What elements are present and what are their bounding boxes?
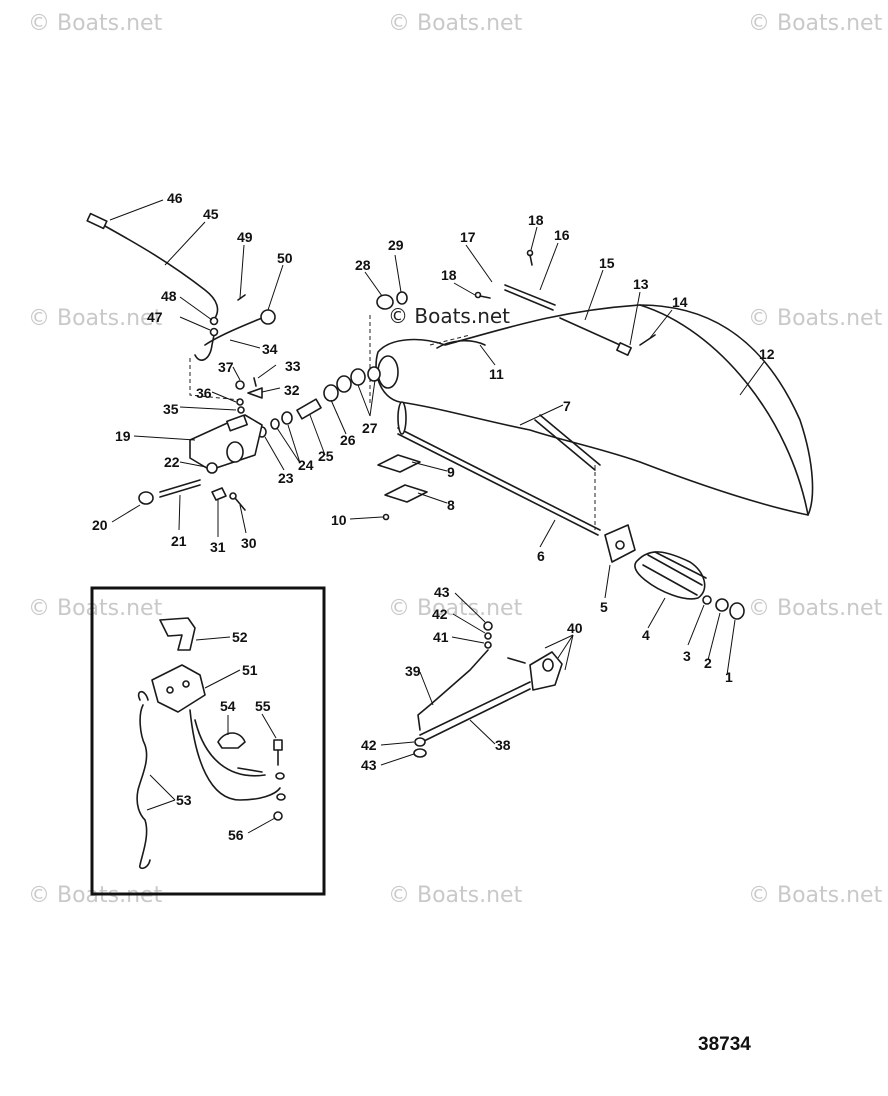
- callout-32: 32: [284, 382, 300, 398]
- callout-13: 13: [633, 276, 649, 292]
- watermark: © Boats.net: [388, 883, 523, 908]
- twist-grip: [604, 524, 745, 620]
- watermark-center: © Boats.net: [388, 304, 510, 328]
- callout-24: 24: [298, 457, 314, 473]
- callout-55: 55: [255, 698, 271, 714]
- callout-1: 1: [725, 669, 733, 685]
- callout-22: 22: [164, 454, 180, 470]
- callout-51: 51: [242, 662, 258, 678]
- watermark: © Boats.net: [28, 306, 163, 331]
- callout-46: 46: [167, 190, 183, 206]
- callout-54: 54: [220, 698, 236, 714]
- callout-48: 48: [161, 288, 177, 304]
- callout-16: 16: [554, 227, 570, 243]
- linkage-rods-upper: [436, 249, 656, 356]
- callout-17: 17: [460, 229, 476, 245]
- callout-15: 15: [599, 255, 615, 271]
- callout-12: 12: [759, 346, 775, 362]
- plates: [377, 454, 428, 521]
- callout-5: 5: [600, 599, 608, 615]
- callout-27: 27: [362, 420, 378, 436]
- callout-50: 50: [277, 250, 293, 266]
- pivot-bracket: [138, 414, 263, 511]
- tiller-handle-housing: [369, 304, 814, 530]
- callout-43b: 43: [361, 757, 377, 773]
- callout-19: 19: [115, 428, 131, 444]
- callout-26: 26: [340, 432, 356, 448]
- callout-3: 3: [683, 648, 691, 664]
- callout-41: 41: [433, 629, 449, 645]
- callout-7: 7: [563, 398, 571, 414]
- callout-31: 31: [210, 539, 226, 555]
- watermark: © Boats.net: [388, 596, 523, 621]
- callout-2: 2: [704, 655, 712, 671]
- callout-38: 38: [495, 737, 511, 753]
- bushings: [376, 291, 408, 310]
- callout-labels: 1 2 3 4 5 6 7 8 9 10 11 12 13 14 15 16 1…: [92, 190, 775, 843]
- callout-33: 33: [285, 358, 301, 374]
- callout-45: 45: [203, 206, 219, 222]
- callout-52: 52: [232, 629, 248, 645]
- callout-43: 43: [434, 584, 450, 600]
- watermark: © Boats.net: [748, 11, 883, 36]
- watermark: © Boats.net: [748, 596, 883, 621]
- callout-47: 47: [147, 309, 163, 325]
- watermark: © Boats.net: [748, 306, 883, 331]
- callout-53: 53: [176, 792, 192, 808]
- callout-6: 6: [537, 548, 545, 564]
- callout-11: 11: [489, 366, 504, 382]
- callout-35: 35: [163, 401, 179, 417]
- callout-9: 9: [447, 464, 455, 480]
- inset-stop-switch-detail: [90, 586, 326, 896]
- callout-40: 40: [567, 620, 583, 636]
- callout-8: 8: [447, 497, 455, 513]
- watermark: © Boats.net: [28, 11, 163, 36]
- watermark: © Boats.net: [388, 11, 523, 36]
- watermark: © Boats.net: [28, 596, 163, 621]
- watermarks: © Boats.net © Boats.net © Boats.net © Bo…: [28, 11, 883, 908]
- callout-18: 18: [528, 212, 544, 228]
- callout-42b: 42: [361, 737, 377, 753]
- callout-56: 56: [228, 827, 244, 843]
- callout-25: 25: [318, 448, 334, 464]
- callout-37: 37: [218, 359, 234, 375]
- callout-14: 14: [672, 294, 688, 310]
- washers: [257, 366, 381, 438]
- callout-23: 23: [278, 470, 294, 486]
- callout-34: 34: [262, 341, 278, 357]
- callout-49: 49: [237, 229, 253, 245]
- callout-30: 30: [241, 535, 257, 551]
- callout-18b: 18: [441, 267, 457, 283]
- callout-28: 28: [355, 257, 371, 273]
- linkage-rods-lower: [413, 621, 563, 758]
- callout-4: 4: [642, 627, 650, 643]
- callout-20: 20: [92, 517, 108, 533]
- callout-36: 36: [196, 385, 212, 401]
- callout-42: 42: [432, 606, 448, 622]
- callout-39: 39: [405, 663, 421, 679]
- throttle-shaft: [397, 401, 601, 536]
- throttle-cable: [86, 212, 276, 414]
- callout-21: 21: [171, 533, 187, 549]
- diagram-number: 38734: [698, 1034, 751, 1055]
- callout-10: 10: [331, 512, 347, 528]
- leader-lines: [109, 199, 765, 834]
- callout-29: 29: [388, 237, 404, 253]
- watermark: © Boats.net: [748, 883, 883, 908]
